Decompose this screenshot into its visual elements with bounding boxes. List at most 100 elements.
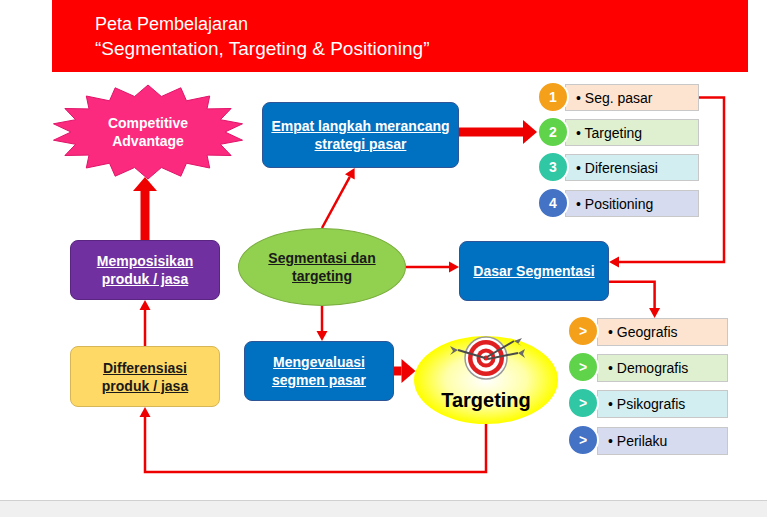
connector-line: [144, 310, 147, 346]
target-ring: [465, 337, 507, 379]
text-group: Empat langkah merancang strategi pasar: [271, 117, 450, 153]
connector-line: [459, 128, 523, 137]
list-item-box: • Targeting2: [565, 119, 699, 146]
connector-line: [145, 417, 486, 472]
text-group: Differensiasi produk / jasa: [79, 359, 211, 395]
node-label: Empat langkah merancang strategi pasar: [271, 117, 450, 153]
text-group: Segmentasi dan targeting: [266, 249, 378, 285]
step-number-circle: 4: [537, 187, 569, 219]
arrowhead: [609, 257, 619, 268]
text-group: >: [579, 359, 587, 375]
arrowhead: [140, 407, 151, 417]
text-group: Dasar Segmentasi: [473, 262, 594, 280]
arrowhead: [449, 262, 459, 273]
connector-line: [141, 191, 150, 240]
node-label: Peta Pembelajaran: [95, 12, 248, 36]
process-box: Memposisikan produk / jasa: [70, 240, 220, 300]
process-box: Empat langkah merancang strategi pasar: [262, 102, 459, 168]
list-item-box: • Seg. pasar1: [565, 84, 699, 111]
target-ellipse: Targeting: [414, 336, 558, 424]
bullet-circle: >: [567, 387, 599, 419]
text-group: • Seg. pasar: [576, 89, 653, 107]
connector-arrow: [140, 300, 151, 346]
text-group: Targeting: [441, 389, 531, 411]
arrowhead: [649, 308, 660, 318]
connector-arrow: [406, 262, 459, 273]
text-group: • Perilaku: [608, 432, 667, 450]
node-label: Mengevaluasi segmen pasar: [253, 353, 385, 389]
text-group: • Targeting: [576, 124, 642, 142]
text-group: Mengevaluasi segmen pasar: [253, 353, 385, 389]
node-label: >: [579, 432, 587, 448]
node-label: 2: [549, 124, 557, 140]
dart: [488, 353, 518, 359]
text-group: >: [579, 395, 587, 411]
node-label: • Geografis: [608, 323, 678, 341]
node-label: Segmentasi dan targeting: [266, 249, 378, 285]
starburst-outline: [51, 84, 245, 180]
node-label: • Perilaku: [608, 432, 667, 450]
list-item-box: • Demografis>: [597, 354, 728, 382]
text-group: 3: [549, 159, 557, 175]
text-group: • Demografis: [608, 359, 688, 377]
connector-arrow: [317, 306, 328, 341]
connector-line: [609, 282, 655, 308]
connector-arrow: [394, 359, 416, 383]
node-label: Competitive Advantage: [92, 114, 204, 150]
text-group: >: [579, 323, 587, 339]
node-label: >: [579, 323, 587, 339]
text-group: • Geografis: [608, 323, 678, 341]
bullet-circle: >: [567, 351, 599, 383]
text-group: • Diferensiasi: [576, 159, 658, 177]
node-label: Differensiasi produk / jasa: [79, 359, 211, 395]
step-number-circle: 1: [537, 81, 569, 113]
node-label: >: [579, 359, 587, 375]
text-group: Competitive Advantage: [92, 114, 204, 150]
central-ellipse: Segmentasi dan targeting: [238, 228, 406, 306]
node-label: >: [579, 395, 587, 411]
process-box: Differensiasi produk / jasa: [70, 346, 220, 407]
node-label: • Targeting: [576, 124, 642, 142]
connector-arrow: [609, 282, 660, 318]
connector-line: [406, 266, 449, 269]
connector-arrow: [140, 407, 487, 472]
dart-fletching: [450, 346, 458, 355]
node-label: 1: [549, 89, 557, 105]
process-box: Mengevaluasi segmen pasar: [244, 341, 394, 401]
list-item-box: • Psikografis>: [597, 390, 728, 418]
connector-arrow: [322, 168, 355, 228]
dart-fletching: [518, 349, 525, 358]
text-group: >: [579, 432, 587, 448]
list-item-box: • Positioning4: [565, 190, 699, 217]
arrowhead: [523, 120, 537, 144]
title-band: Peta Pembelajaran“Segmentation, Targetin…: [52, 0, 748, 72]
node-label: 4: [549, 195, 557, 211]
list-item-box: • Geografis>: [597, 318, 728, 346]
process-box: Dasar Segmentasi: [459, 241, 609, 301]
text-group: 1: [549, 89, 557, 105]
connector-line: [322, 177, 350, 228]
node-label: • Seg. pasar: [576, 89, 653, 107]
text-group: Memposisikan produk / jasa: [79, 252, 211, 288]
connector-line: [394, 367, 402, 376]
list-item-box: • Perilaku>: [597, 427, 728, 455]
dart: [458, 350, 485, 358]
window-bar: [0, 500, 767, 517]
text-group: • Positioning: [576, 195, 653, 213]
arrowhead: [133, 177, 157, 191]
step-number-circle: 2: [537, 116, 569, 148]
node-label: • Diferensiasi: [576, 159, 658, 177]
bullet-circle: >: [567, 424, 599, 456]
target-ring: [468, 340, 504, 376]
arrowhead: [345, 168, 355, 179]
connector-arrow: [459, 120, 537, 144]
text-group: Peta Pembelajaran“Segmentation, Targetin…: [95, 12, 429, 61]
node-label: 3: [549, 159, 557, 175]
node-label: Targeting: [441, 389, 531, 411]
node-label: • Positioning: [576, 195, 653, 213]
text-group: 4: [549, 195, 557, 211]
arrowhead: [140, 300, 151, 310]
text-group: 2: [549, 124, 557, 140]
target-icon: [446, 336, 526, 386]
